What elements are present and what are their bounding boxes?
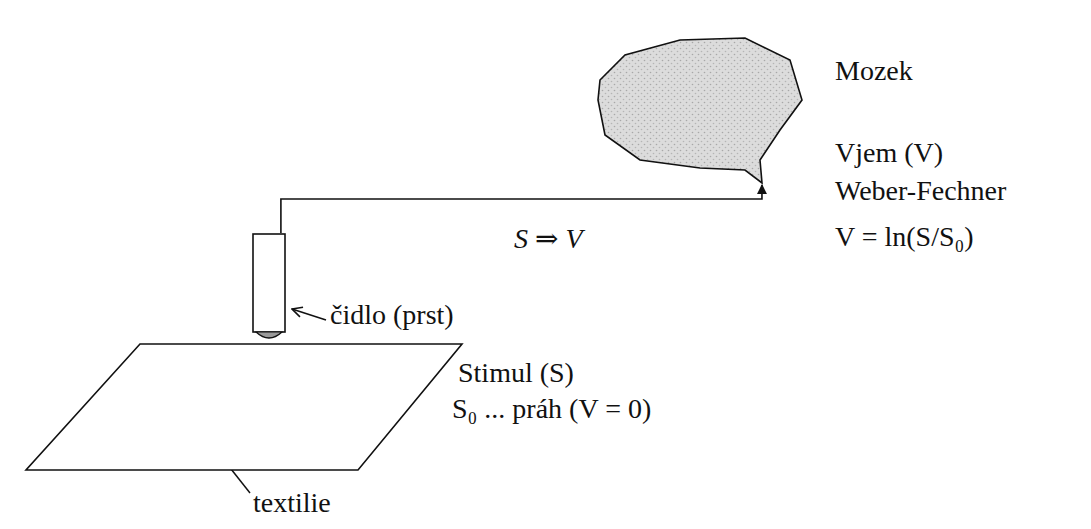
object-label: textilie	[253, 487, 331, 519]
brain-label: Vjem (V)	[835, 137, 943, 169]
sensor-body	[253, 234, 285, 332]
sensor-label: čidlo (prst)	[330, 299, 454, 331]
brain-label: V = ln(S/S₀)	[835, 221, 974, 253]
textile-shape-graphic	[25, 343, 465, 471]
sensor-finger: čidlo (prst)	[252, 233, 286, 341]
brain-label: Weber-Fechner	[835, 175, 1006, 207]
edge-label: S ⇒ V	[512, 223, 585, 255]
textile-shape: textilie	[25, 343, 465, 471]
textile-outline	[26, 344, 462, 470]
brain-outline: MozekVjem (V)Weber-FechnerV = ln(S/S₀)	[595, 35, 805, 185]
sensor-tip	[256, 332, 282, 338]
annotation-label: S₀ ... práh (V = 0)	[452, 393, 651, 425]
sensor-leader	[292, 309, 326, 320]
brain-label: Mozek	[835, 55, 913, 87]
annotation-label: Stimul (S)	[458, 357, 574, 389]
sensor-finger-graphic	[252, 233, 286, 341]
brain-outline-graphic	[595, 35, 805, 185]
brain-shape	[598, 38, 802, 183]
